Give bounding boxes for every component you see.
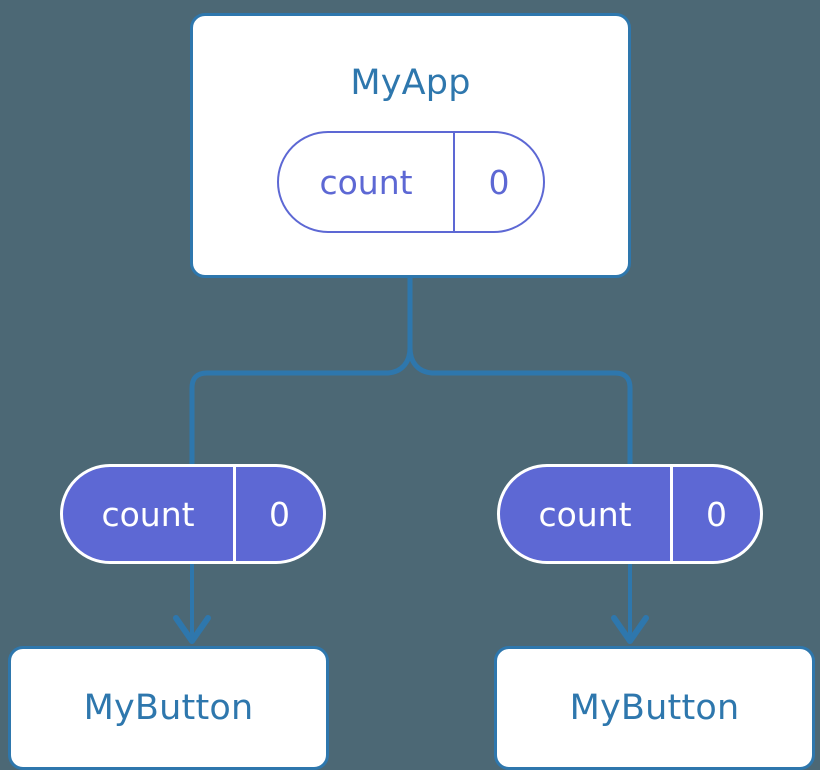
props-pill-left-key: count bbox=[101, 494, 195, 534]
state-pill-root-value: 0 bbox=[453, 133, 543, 231]
edge-to-left-child bbox=[189, 347, 413, 464]
props-pill-left-value: 0 bbox=[233, 467, 323, 561]
component-node-mybutton-left[interactable]: MyButton bbox=[8, 646, 329, 770]
state-pill-root-key: count bbox=[319, 162, 413, 202]
props-pill-right[interactable]: count 0 bbox=[497, 464, 763, 564]
component-node-mybutton-right[interactable]: MyButton bbox=[494, 646, 815, 770]
component-title-mybutton-right: MyButton bbox=[569, 687, 740, 728]
state-pill-root[interactable]: count 0 bbox=[277, 131, 545, 233]
component-title-mybutton-left: MyButton bbox=[83, 687, 254, 728]
edge-to-right-child bbox=[407, 347, 633, 464]
arrowhead-left bbox=[173, 615, 211, 644]
props-pill-right-value: 0 bbox=[670, 467, 760, 561]
component-title-myapp: MyApp bbox=[350, 63, 471, 103]
props-pill-left[interactable]: count 0 bbox=[60, 464, 326, 564]
arrowhead-right bbox=[611, 615, 649, 644]
props-pill-right-key: count bbox=[538, 494, 632, 534]
